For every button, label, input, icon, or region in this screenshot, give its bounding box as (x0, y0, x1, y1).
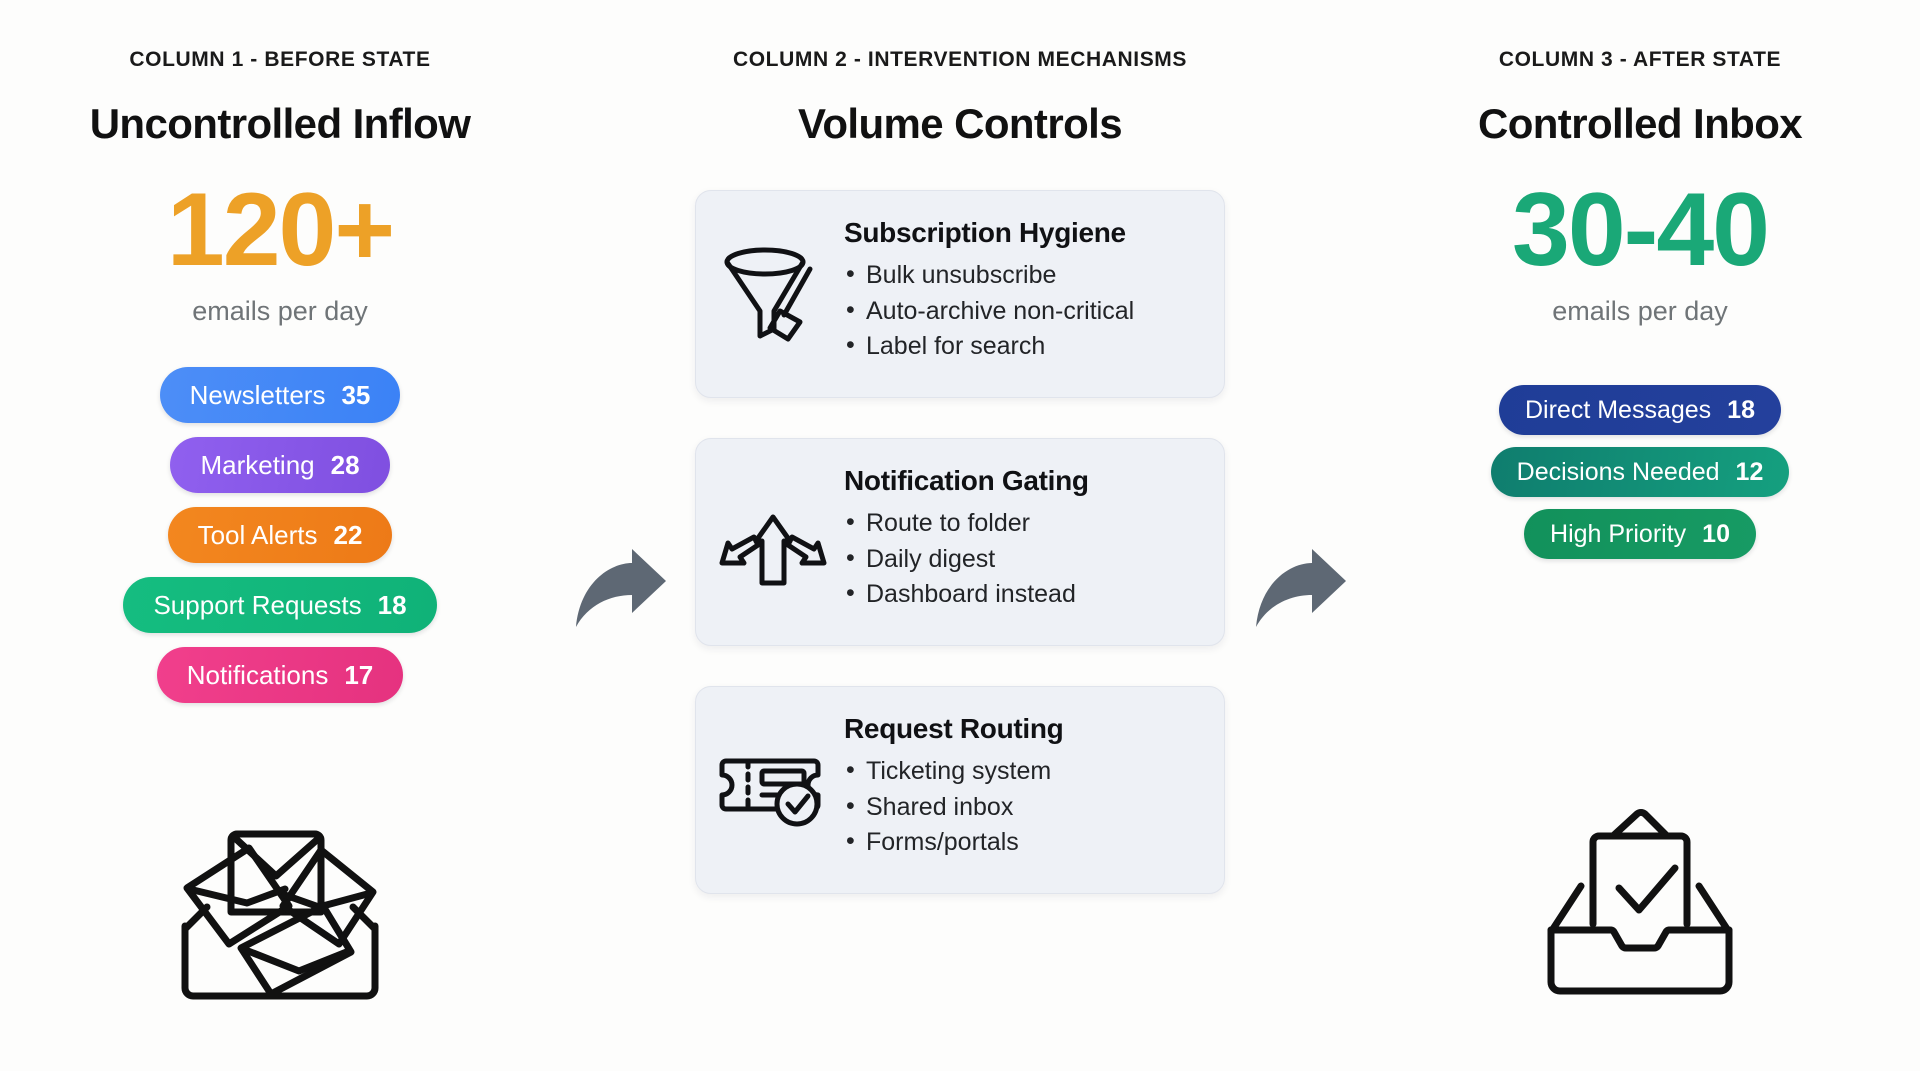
card-bullet: Shared inbox (844, 790, 1198, 825)
column-2-title: Volume Controls (798, 100, 1123, 147)
pill-count: 12 (1735, 457, 1764, 486)
card-title: Subscription Hygiene (844, 217, 1126, 248)
column-3-kicker: COLUMN 3 - AFTER STATE (1498, 48, 1782, 71)
pill-label: Support Requests (153, 589, 362, 620)
pill-count: 17 (344, 659, 374, 690)
card-bullet: Forms/portals (844, 825, 1198, 860)
before-metric: 120+ emails per day (166, 172, 395, 327)
pill-label: Notifications (186, 659, 329, 690)
overflowing-inbox-icon (165, 796, 395, 1011)
card-notification-gating[interactable]: Notification Gating Route to folder Dail… (695, 438, 1225, 646)
pill-notifications[interactable]: Notifications 17 (156, 647, 404, 703)
pill-newsletters[interactable]: Newsletters 35 (159, 367, 401, 423)
pill-count: 22 (333, 519, 363, 550)
before-metric-value: 120+ (166, 172, 395, 288)
pill-label: Decisions Needed (1516, 457, 1720, 486)
column-after-state: COLUMN 3 - AFTER STATE Controlled Inbox … (1360, 0, 1920, 1071)
before-pill-stack: Newsletters 35 Marketing 28 Tool Alerts … (0, 367, 560, 703)
column-before-state: COLUMN 1 - BEFORE STATE Uncontrolled Inf… (0, 0, 560, 1071)
ticket-check-icon (718, 731, 828, 841)
after-metric-caption: emails per day (1552, 296, 1728, 326)
card-bullet: Label for search (844, 329, 1198, 364)
pill-high-priority[interactable]: High Priority 10 (1524, 509, 1756, 559)
card-bullet: Route to folder (844, 506, 1198, 541)
inbox-check-icon (1525, 796, 1755, 1011)
pill-label: Direct Messages (1525, 395, 1712, 424)
pill-count: 35 (341, 379, 371, 410)
pill-decisions-needed[interactable]: Decisions Needed 12 (1490, 447, 1790, 497)
before-metric-caption: emails per day (192, 296, 368, 326)
card-bullet-list: Bulk unsubscribe Auto-archive non-critic… (844, 258, 1198, 364)
column-2-kicker: COLUMN 2 - INTERVENTION MECHANISMS (732, 48, 1188, 71)
card-body: Notification Gating Route to folder Dail… (844, 461, 1198, 614)
flow-arrow-icon (576, 549, 666, 627)
pill-label: Tool Alerts (197, 519, 318, 550)
pill-label: Newsletters (189, 379, 326, 410)
card-body: Request Routing Ticketing system Shared … (844, 709, 1198, 862)
card-bullet-list: Route to folder Daily digest Dashboard i… (844, 506, 1198, 612)
column-1-kicker: COLUMN 1 - BEFORE STATE (129, 48, 431, 71)
card-bullet: Ticketing system (844, 754, 1198, 789)
card-bullet: Daily digest (844, 542, 1198, 577)
card-title: Notification Gating (844, 465, 1089, 496)
pill-count: 10 (1702, 519, 1730, 548)
pill-label: Marketing (200, 449, 315, 480)
card-bullet: Dashboard instead (844, 577, 1198, 612)
flow-arrow-1-container (560, 0, 680, 1071)
card-bullet: Auto-archive non-critical (844, 294, 1198, 329)
after-metric: 30-40 emails per day (1512, 172, 1770, 327)
pill-count: 18 (1727, 395, 1755, 424)
card-body: Subscription Hygiene Bulk unsubscribe Au… (844, 213, 1198, 366)
pill-support-requests[interactable]: Support Requests 18 (123, 577, 437, 633)
after-metric-value: 30-40 (1512, 172, 1770, 288)
mechanism-card-list: Subscription Hygiene Bulk unsubscribe Au… (695, 190, 1225, 894)
pill-direct-messages[interactable]: Direct Messages 18 (1499, 385, 1781, 435)
column-1-title: Uncontrolled Inflow (89, 100, 471, 147)
flow-arrow-2-container (1240, 0, 1360, 1071)
funnel-broom-icon (718, 235, 828, 345)
flow-arrow-icon (1256, 549, 1346, 627)
pill-count: 28 (330, 449, 360, 480)
card-request-routing[interactable]: Request Routing Ticketing system Shared … (695, 686, 1225, 894)
pill-label: High Priority (1550, 519, 1687, 548)
pill-count: 18 (377, 589, 407, 620)
card-subscription-hygiene[interactable]: Subscription Hygiene Bulk unsubscribe Au… (695, 190, 1225, 398)
route-arrows-icon (718, 483, 828, 593)
card-bullet-list: Ticketing system Shared inbox Forms/port… (844, 754, 1198, 860)
after-pill-stack: Direct Messages 18 Decisions Needed 12 H… (1360, 385, 1920, 559)
card-title: Request Routing (844, 713, 1064, 744)
pill-marketing[interactable]: Marketing 28 (170, 437, 390, 493)
pill-tool-alerts[interactable]: Tool Alerts 22 (167, 507, 393, 563)
card-bullet: Bulk unsubscribe (844, 258, 1198, 293)
column-3-title: Controlled Inbox (1477, 100, 1803, 147)
column-intervention-mechanisms: COLUMN 2 - INTERVENTION MECHANISMS Volum… (680, 0, 1240, 1071)
